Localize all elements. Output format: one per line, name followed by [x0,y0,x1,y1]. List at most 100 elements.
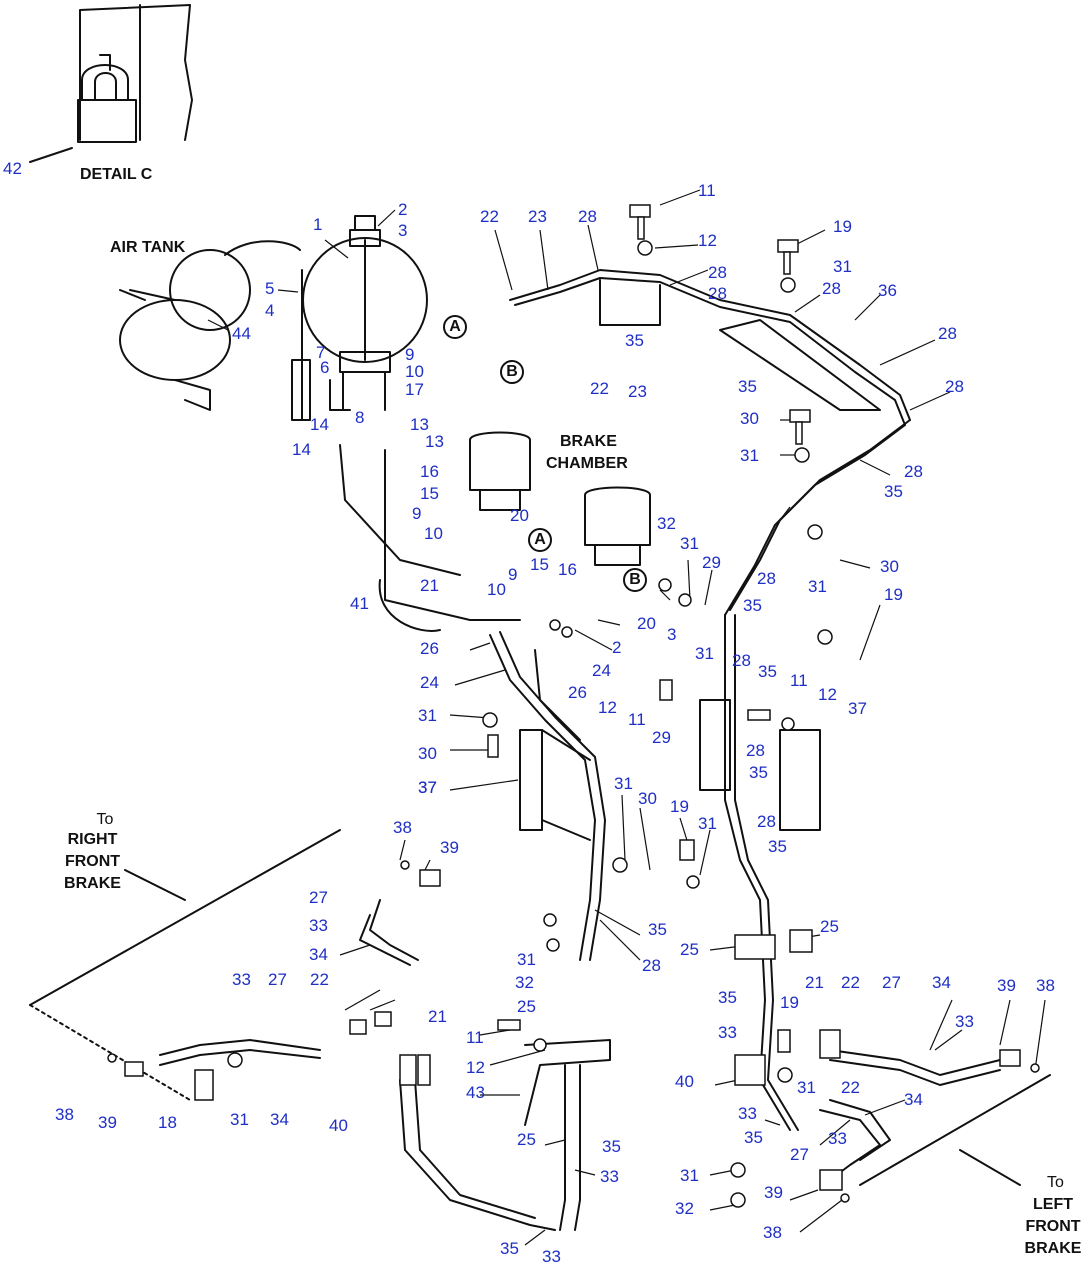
part-number: 40 [675,1072,694,1091]
part-number: 27 [309,888,328,907]
part-number: 27 [790,1145,809,1164]
to-right-caption-1: To [96,811,114,828]
upper-pipe-run [509,269,911,616]
part-number: 26 [568,683,587,702]
part-number: 25 [517,1130,536,1149]
callout-a-top: A [449,318,461,335]
part-number: 4 [265,301,275,320]
part-number: 25 [517,997,536,1016]
part-number: 22 [480,207,499,226]
part-number: 3 [398,221,408,240]
part-number: 10 [487,580,506,599]
part-number: 32 [675,1199,694,1218]
part-number: 29 [702,553,721,572]
left-middle-pipe [489,631,606,961]
part-number: 33 [718,1023,737,1042]
part-number: 39 [440,838,459,857]
brake-chamber-drawing [469,431,651,566]
part-number: 35 [744,1128,763,1147]
part-number: 2 [612,638,622,657]
part-number: 19 [780,993,799,1012]
brake-chamber-caption-1: BRAKE [560,433,617,450]
part-number: 17 [405,380,424,399]
part-number: 28 [708,284,727,303]
part-number: 25 [680,940,699,959]
detail-c-caption: DETAIL C [80,166,153,183]
part-number: 12 [598,698,617,717]
callout-a-mid: A [534,531,546,548]
bottom-center-assembly [399,1039,611,1231]
part-number: 35 [625,331,644,350]
part-number: 32 [657,514,676,533]
part-number: 19 [884,585,903,604]
part-number: 34 [904,1090,923,1109]
part-number: 31 [418,706,437,725]
part-number: 5 [265,279,275,298]
part-number: 14 [292,440,311,459]
part-number: 28 [708,263,727,282]
part-number: 35 [884,482,903,501]
part-number: 8 [355,408,365,427]
part-number: 31 [230,1110,249,1129]
air-tank-caption: AIR TANK [110,239,186,256]
part-number: 28 [757,569,776,588]
part-number: 29 [652,728,671,747]
part-number: 15 [420,484,439,503]
part-number: 15 [530,555,549,574]
part-number: 13 [425,432,444,451]
part-number: 33 [232,970,251,989]
detail-c-drawing [77,4,193,143]
part-number: 39 [997,976,1016,995]
part-number: 19 [833,217,852,236]
part-number: 39 [98,1113,117,1132]
part-number: 23 [528,207,547,226]
part-number: 37 [418,778,437,797]
part-number: 28 [732,651,751,670]
part-number: 35 [500,1239,519,1258]
part-number: 30 [418,744,437,763]
part-number: 31 [833,257,852,276]
part-number: 31 [695,644,714,663]
part-number: 9 [405,345,415,364]
part-number: 39 [764,1183,783,1202]
part-number: 38 [393,818,412,837]
part-number: 33 [309,916,328,935]
part-number: 24 [592,661,611,680]
part-number: 9 [508,565,518,584]
part-number: 14 [310,415,329,434]
part-number: 20 [510,506,529,525]
part-number: 11 [628,710,646,729]
part-number: 24 [420,673,439,692]
part-number: 12 [466,1058,485,1077]
part-number: 22 [841,973,860,992]
part-number: 20 [637,614,656,633]
part-number: 30 [740,409,759,428]
part-number: 31 [680,1166,699,1185]
to-right-caption-4: BRAKE [64,875,121,892]
part-number: 12 [698,231,717,250]
part-number: 31 [808,577,827,596]
part-number: 28 [746,741,765,760]
part-number: 33 [600,1167,619,1186]
part-number: 35 [602,1137,621,1156]
part-number: 23 [628,382,647,401]
part-number: 6 [320,358,330,377]
part-number: 44 [232,324,251,343]
part-number: 35 [648,920,667,939]
part-number: 40 [329,1116,348,1135]
part-number: 31 [797,1078,816,1097]
to-right-caption-2: RIGHT [67,831,118,848]
part-number: 33 [542,1247,561,1266]
part-number: 30 [638,789,657,808]
part-number: 35 [768,837,787,856]
part-number: 31 [680,534,699,553]
to-left-caption-4: BRAKE [1024,1240,1082,1257]
part-number: 12 [818,685,837,704]
part-number: 28 [642,956,661,975]
to-right-caption-3: FRONT [64,853,121,870]
part-number: 28 [757,812,776,831]
air-tank-drawing [119,240,301,411]
callout-b-top: B [506,363,518,380]
part-number: 34 [270,1110,289,1129]
